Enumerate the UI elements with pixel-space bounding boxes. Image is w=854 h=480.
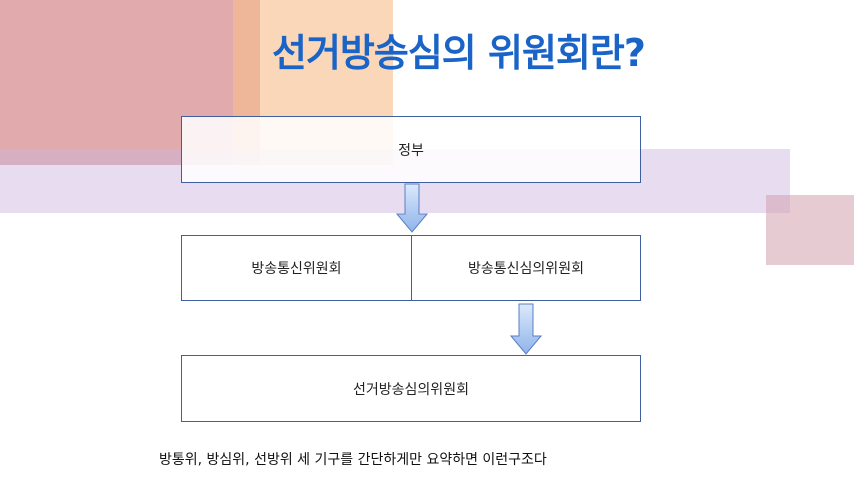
nec-label: 선거방송심의위원회 xyxy=(353,381,469,398)
down-arrow-icon xyxy=(510,303,542,355)
government-label: 정부 xyxy=(398,142,424,159)
caption-text: 방통위, 방심위, 선방위 세 기구를 간단하게만 요약하면 이런구조다 xyxy=(159,452,547,468)
decorative-pink-block xyxy=(766,195,854,265)
kcsc-label: 방송통신심의위원회 xyxy=(468,261,584,277)
kcsc-box: 방송통신심의위원회 xyxy=(411,235,641,301)
slide-title: 선거방송심의 위원회란? xyxy=(272,31,646,75)
kcc-label: 방송통신위원회 xyxy=(251,261,342,277)
kcc-box: 방송통신위원회 xyxy=(181,235,412,301)
down-arrow-icon xyxy=(396,183,428,233)
government-box: 정부 xyxy=(181,116,641,183)
nec-box: 선거방송심의위원회 xyxy=(181,355,641,422)
